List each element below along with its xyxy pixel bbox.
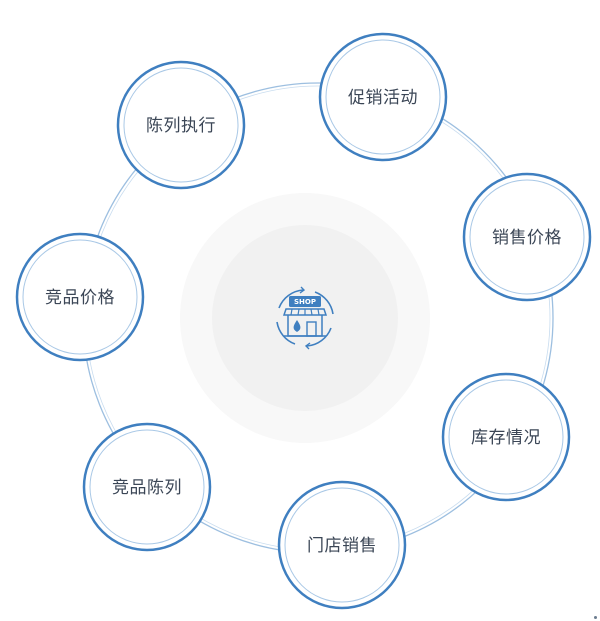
shop-sign-text: SHOP bbox=[294, 298, 316, 306]
node-label-competitor-display: 竞品陈列 bbox=[112, 478, 182, 498]
node-label-inventory: 库存情况 bbox=[471, 428, 541, 448]
node-inventory: 库存情况 bbox=[441, 372, 571, 502]
node-label-store-sales: 门店销售 bbox=[307, 536, 377, 556]
node-label-sales-price: 销售价格 bbox=[492, 228, 562, 248]
node-label-competitor-price: 竞品价格 bbox=[45, 288, 115, 308]
shop-icon: SHOP bbox=[276, 286, 334, 350]
shop-sign bbox=[289, 296, 321, 307]
node-label-display-execution: 陈列执行 bbox=[146, 116, 216, 136]
node-promotion: 促销活动 bbox=[318, 32, 448, 162]
node-sales-price: 销售价格 bbox=[462, 172, 592, 302]
node-competitor-price: 竞品价格 bbox=[15, 232, 145, 362]
node-label-promotion: 促销活动 bbox=[348, 88, 418, 108]
node-store-sales: 门店销售 bbox=[277, 480, 407, 610]
node-competitor-display: 竞品陈列 bbox=[82, 422, 212, 552]
node-display-execution: 陈列执行 bbox=[116, 60, 246, 190]
corner-dot bbox=[594, 616, 597, 619]
center-halo-inner bbox=[212, 225, 398, 411]
